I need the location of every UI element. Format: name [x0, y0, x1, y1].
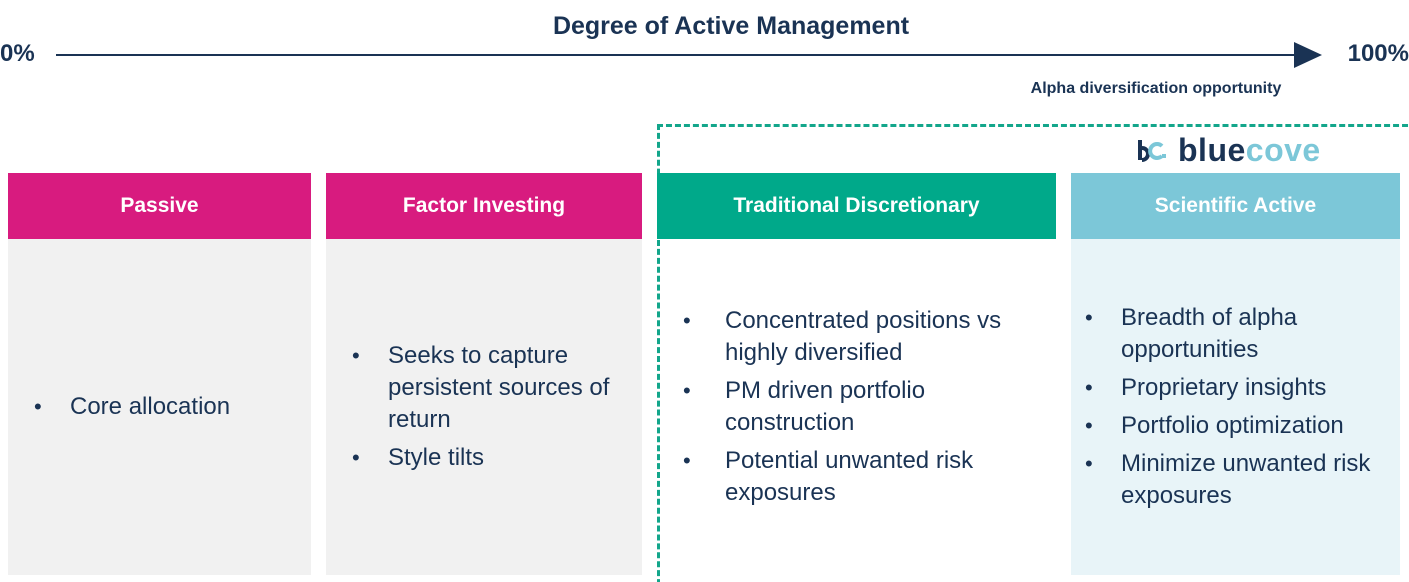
bluecove-mark-icon: [1138, 140, 1166, 162]
bullet-list: Breadth of alpha opportunities Proprieta…: [1079, 296, 1386, 518]
bluecove-wordmark: bluecove: [1178, 134, 1321, 166]
logo-text-cove: cove: [1245, 132, 1321, 168]
arrow-right-icon: [1294, 42, 1322, 68]
bullet-item: Seeks to capture persistent sources of r…: [346, 340, 628, 436]
logo-text-blue: blue: [1178, 132, 1246, 168]
axis-start-label: 0%: [0, 40, 35, 67]
column-body: Breadth of alpha opportunities Proprieta…: [1071, 239, 1400, 575]
bullet-list: Concentrated positions vs highly diversi…: [677, 299, 1042, 515]
bullet-list: Core allocation: [28, 385, 297, 429]
column-passive: Passive Core allocation: [8, 173, 311, 575]
bullet-item: Concentrated positions vs highly diversi…: [677, 305, 1042, 369]
column-header: Scientific Active: [1071, 173, 1400, 239]
column-header: Passive: [8, 173, 311, 239]
bullet-item: Portfolio optimization: [1079, 410, 1386, 442]
bullet-item: Style tilts: [346, 442, 628, 474]
bullet-item: Core allocation: [28, 391, 297, 423]
column-factor-investing: Factor Investing Seeks to capture persis…: [326, 173, 642, 575]
axis-line: [56, 54, 1308, 56]
column-header: Traditional Discretionary: [657, 173, 1056, 239]
bullet-item: Minimize unwanted risk exposures: [1079, 448, 1386, 512]
bullet-item: Proprietary insights: [1079, 372, 1386, 404]
alpha-diversification-note: Alpha diversification opportunity: [1030, 80, 1282, 97]
column-body: Seeks to capture persistent sources of r…: [326, 239, 642, 575]
axis-title: Degree of Active Management: [552, 12, 910, 40]
bullet-item: PM driven portfolio construction: [677, 375, 1042, 439]
column-traditional-discretionary: Traditional Discretionary Concentrated p…: [657, 173, 1056, 575]
bullet-item: Potential unwanted risk exposures: [677, 445, 1042, 509]
column-header: Factor Investing: [326, 173, 642, 239]
bullet-list: Seeks to capture persistent sources of r…: [346, 334, 628, 480]
bullet-item: Breadth of alpha opportunities: [1079, 302, 1386, 366]
column-body: Core allocation: [8, 239, 311, 575]
column-body: Concentrated positions vs highly diversi…: [657, 239, 1056, 575]
bluecove-logo: bluecove: [1136, 134, 1321, 166]
column-scientific-active: Scientific Active Breadth of alpha oppor…: [1071, 173, 1400, 575]
axis-end-label: 100%: [1347, 40, 1409, 67]
bluecove-highlight-region: [657, 124, 1409, 582]
